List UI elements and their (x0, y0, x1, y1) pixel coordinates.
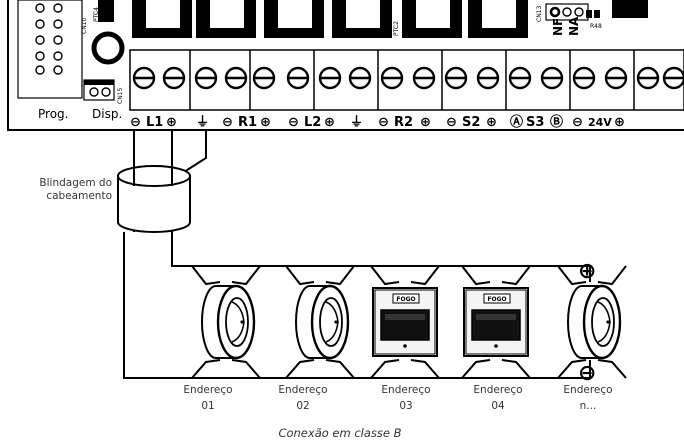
terminal-screw-icon (540, 66, 564, 90)
smoke-detector-icon (191, 265, 261, 379)
device-label-5-number: n... (580, 400, 597, 412)
loop-devices: FOGO FOGO (191, 265, 627, 379)
terminal-screw-icon (194, 66, 218, 90)
terminal-l1-minus: ⊖ (130, 115, 141, 130)
terminal-s2-minus: ⊖ (446, 115, 457, 130)
device-label-4-number: 04 (491, 400, 505, 412)
terminal-screw-icon (348, 66, 372, 90)
terminal-s3-b: Ⓑ (550, 114, 563, 130)
terminal-r1-minus: ⊖ (222, 115, 233, 130)
cn15-label: CN15 (117, 88, 124, 104)
minus-sign: ⊖ (578, 361, 596, 386)
device-label-3-title: Endereço (381, 384, 430, 396)
terminal-screw-icon (162, 66, 186, 90)
terminal-strip (129, 49, 684, 111)
terminal-screw-icon (572, 66, 596, 90)
terminal-r2-name: R2 (394, 115, 413, 130)
terminal-24v-name: 24V (588, 116, 612, 129)
ptc1-label: PTC1 (521, 21, 528, 36)
ptc2-label: PTC2 (393, 21, 400, 36)
terminal-screw-icon (224, 66, 248, 90)
cn15-jumper (83, 79, 115, 101)
relay-blocks (132, 0, 528, 38)
terminal-ground-2: ⏚ (350, 115, 363, 130)
terminal-l2-plus: ⊕ (324, 115, 335, 130)
call-point-panel-text: FOGO (487, 296, 506, 303)
device-label-4-title: Endereço (473, 384, 522, 396)
cn13-jumper (545, 3, 589, 21)
nf-label: NF (551, 18, 565, 36)
terminal-24v-minus: ⊖ (572, 115, 583, 130)
terminal-screw-icon (508, 66, 532, 90)
terminal-screw-icon (132, 66, 156, 90)
shield-label-line2: cabeamento (46, 190, 112, 202)
device-label-3-number: 03 (399, 400, 412, 412)
terminal-r1-name: R1 (238, 115, 257, 130)
terminal-screw-icon (636, 66, 660, 90)
disp-label: Disp. (92, 107, 122, 121)
control-board: CN10 PTC4 CN15 Prog. Disp. (7, 0, 684, 131)
terminal-s2-name: S2 (462, 115, 480, 130)
cn10-label: CN10 (81, 18, 88, 34)
manual-call-point-icon: FOGO (370, 265, 440, 379)
terminal-s2-plus: ⊕ (486, 115, 497, 130)
buzzer (91, 31, 125, 65)
na-label: NA (567, 16, 581, 36)
cable-shield (117, 130, 191, 233)
terminal-l2-name: L2 (304, 115, 321, 130)
smoke-detector-icon (285, 265, 355, 379)
terminal-l1-name: L1 (146, 115, 163, 130)
diagram-caption: Conexão em classe B (278, 426, 401, 440)
plus-sign: ⊕ (578, 259, 596, 284)
smoke-detector-icon (557, 265, 627, 379)
call-point-panel-text: FOGO (396, 296, 415, 303)
device-label-2-number: 02 (296, 400, 309, 412)
terminal-screw-icon (252, 66, 276, 90)
ptc4-component (98, 0, 114, 22)
device-label-1-title: Endereço (183, 384, 232, 396)
prog-label: Prog. (38, 107, 68, 121)
terminal-screw-icon (662, 66, 684, 90)
device-label-5-title: Endereço (563, 384, 612, 396)
manual-call-point-icon: FOGO (461, 265, 531, 379)
terminal-l2-minus: ⊖ (288, 115, 299, 130)
terminal-l1-plus: ⊕ (166, 115, 177, 130)
r48-label: R48 (590, 23, 602, 30)
terminal-ground-1: ⏚ (196, 115, 209, 130)
terminal-24v-plus: ⊕ (614, 115, 625, 130)
terminal-s3-name: S3 (526, 115, 544, 130)
ptc4-label: PTC4 (93, 7, 100, 22)
terminal-screw-icon (318, 66, 342, 90)
terminal-screw-icon (444, 66, 468, 90)
terminal-screw-icon (286, 66, 310, 90)
terminal-screw-icon (380, 66, 404, 90)
terminal-screw-icon (412, 66, 436, 90)
device-label-1-number: 01 (201, 400, 214, 412)
shield-label-line1: Blindagem do (39, 177, 112, 189)
terminal-screws (132, 66, 684, 90)
terminal-r2-plus: ⊕ (420, 115, 431, 130)
cn10-header (17, 0, 83, 99)
terminal-screw-icon (604, 66, 628, 90)
terminal-s3-a: Ⓐ (510, 114, 523, 130)
terminal-r2-minus: ⊖ (378, 115, 389, 130)
r48-component (612, 0, 648, 18)
terminal-screw-icon (476, 66, 500, 90)
device-label-2-title: Endereço (278, 384, 327, 396)
terminal-r1-plus: ⊕ (260, 115, 271, 130)
cn13-label: CN13 (536, 6, 543, 22)
